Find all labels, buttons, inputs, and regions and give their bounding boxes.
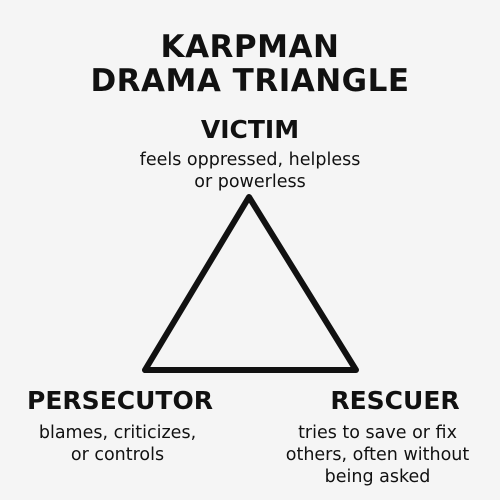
rescuer-description: tries to save or fix others, often witho… (260, 422, 495, 488)
victim-desc-line-2: or powerless (194, 172, 306, 192)
triangle-shape (142, 194, 359, 373)
title-line-2: DRAMA TRIANGLE (90, 63, 410, 99)
persecutor-label: PERSECUTOR (27, 386, 213, 415)
diagram-title: KARPMAN DRAMA TRIANGLE (0, 30, 500, 98)
rescuer-label: RESCUER (330, 386, 460, 415)
victim-description: feels oppressed, helpless or powerless (0, 149, 500, 193)
rescuer-desc-line-2: others, often without (285, 445, 470, 465)
persecutor-desc-line-1: blames, criticizes, (38, 423, 197, 443)
victim-label: VICTIM (200, 115, 300, 144)
victim-desc-line-1: feels oppressed, helpless (139, 150, 361, 170)
title-line-1: KARPMAN (160, 29, 340, 65)
persecutor-desc-line-2: or controls (70, 445, 165, 465)
rescuer-desc-line-3: being asked (324, 467, 431, 487)
persecutor-description: blames, criticizes, or controls (10, 422, 225, 466)
rescuer-desc-line-1: tries to save or fix (298, 423, 457, 443)
